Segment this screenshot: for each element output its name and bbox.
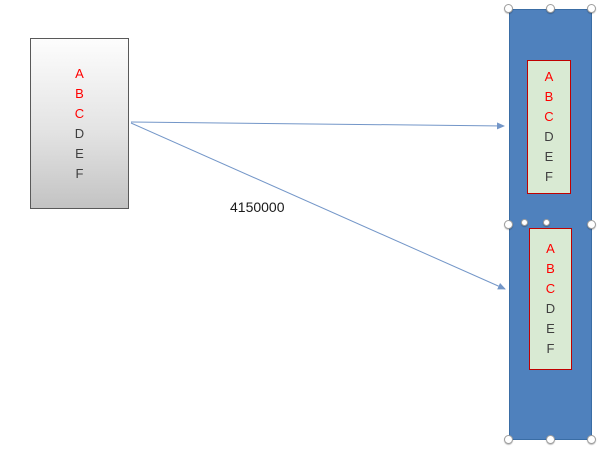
target-bottom-letter: C [545,281,556,296]
target-bottom-letter: A [546,241,555,256]
target-top-letter: D [544,129,554,144]
selection-handle-middle-left[interactable] [504,220,513,229]
source-box[interactable]: A B C D E F [30,38,129,209]
green-box-handle-top-left[interactable] [521,219,528,226]
target-top-letter: E [544,149,554,164]
source-letter: D [74,125,85,141]
target-top-letter: C [544,109,554,124]
target-box-top[interactable]: A B C D E F [527,60,571,194]
source-letter: F [75,165,84,181]
target-bottom-letter: B [546,261,555,276]
connector-label: 4150000 [230,199,285,215]
source-letter: A [75,65,84,81]
target-bottom-letter: D [545,301,556,316]
target-top-letter: A [544,69,554,84]
selection-handle-top-right[interactable] [587,4,596,13]
target-top-letter: B [544,89,554,104]
selection-handle-bottom-right[interactable] [587,435,596,444]
source-letter: E [75,145,84,161]
green-box-handle-top-center[interactable] [543,219,550,226]
source-letter: C [74,105,85,121]
target-box-bottom[interactable]: A B C D E F [529,228,572,370]
connector-arrow-bottom[interactable] [130,122,506,290]
target-bottom-letter: E [546,321,555,336]
connector-arrow-top[interactable] [130,121,505,130]
selection-handle-middle-right[interactable] [587,220,596,229]
selection-handle-bottom-left[interactable] [504,435,513,444]
selection-handle-top-left[interactable] [504,4,513,13]
target-top-letter: F [545,169,553,184]
target-bottom-letter: F [546,341,555,356]
selection-handle-top-center[interactable] [546,4,555,13]
source-letter: B [75,85,84,101]
selection-handle-bottom-center[interactable] [546,435,555,444]
